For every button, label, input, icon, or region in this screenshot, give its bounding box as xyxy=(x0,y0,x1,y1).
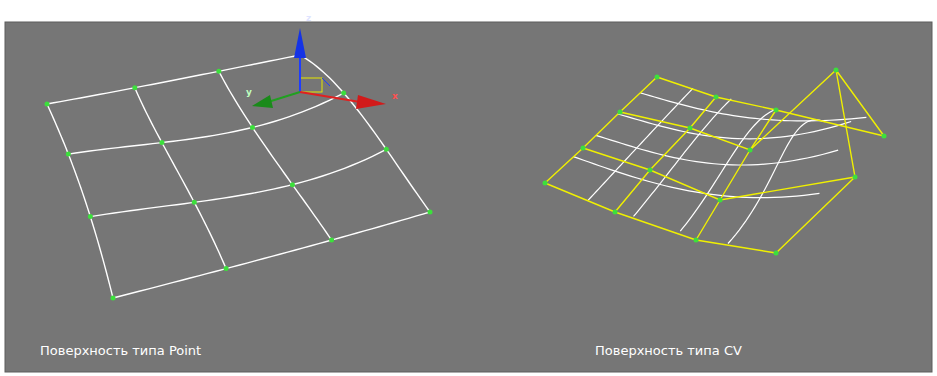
control-vertex xyxy=(618,110,623,115)
control-vertex xyxy=(748,148,753,153)
control-vertex xyxy=(774,108,779,113)
control-vertex xyxy=(688,126,693,131)
control-net xyxy=(615,97,716,212)
control-vertex xyxy=(774,251,779,256)
control-net xyxy=(583,148,855,200)
control-net xyxy=(545,77,657,183)
surface-caption: Поверхность типа Point xyxy=(40,344,201,358)
iso-curve xyxy=(47,104,113,298)
control-vertex xyxy=(648,168,653,173)
surface-point xyxy=(329,238,334,243)
surface-point xyxy=(224,266,229,271)
control-vertex xyxy=(581,146,586,151)
iso-curve xyxy=(113,212,430,298)
iso-curve xyxy=(573,157,819,198)
control-vertex xyxy=(853,175,858,180)
surface-point xyxy=(428,210,433,215)
control-vertex xyxy=(718,198,723,203)
iso-curve xyxy=(219,71,332,240)
surface-point xyxy=(159,140,164,145)
surface-point xyxy=(132,85,137,90)
iso-curve xyxy=(680,110,774,231)
surface-caption: Поверхность типа CV xyxy=(595,344,742,358)
viewport-panel xyxy=(5,22,932,372)
axis-label: y xyxy=(246,88,252,98)
iso-curve xyxy=(596,135,838,165)
point-surface xyxy=(45,53,433,301)
surface-point xyxy=(88,214,93,219)
control-vertex xyxy=(613,210,618,215)
control-vertex xyxy=(655,75,660,80)
iso-curve xyxy=(47,55,300,104)
iso-curve xyxy=(640,93,866,121)
surface-point xyxy=(45,102,50,107)
iso-curve xyxy=(68,93,343,154)
axis-label: x xyxy=(392,92,398,102)
control-net xyxy=(545,183,776,253)
iso-curve xyxy=(135,88,226,269)
axis-label: z xyxy=(306,14,311,24)
iso-curve xyxy=(300,55,430,212)
iso-curve xyxy=(588,88,693,200)
control-vertex xyxy=(714,95,719,100)
control-vertex xyxy=(882,134,887,139)
surface-point xyxy=(341,91,346,96)
iso-curve xyxy=(618,114,851,139)
control-vertex xyxy=(834,68,839,73)
surface-point xyxy=(111,296,116,301)
surface-point xyxy=(66,152,71,157)
move-gizmo xyxy=(252,28,386,109)
surface-point xyxy=(250,125,255,130)
control-net xyxy=(696,110,776,240)
surface-point xyxy=(384,147,389,152)
control-net xyxy=(657,77,884,136)
control-vertex xyxy=(543,181,548,186)
iso-curve xyxy=(90,149,386,216)
control-vertex xyxy=(694,238,699,243)
control-net xyxy=(776,70,884,253)
surface-point xyxy=(216,69,221,74)
cv-surface xyxy=(543,68,887,256)
surface-point xyxy=(290,182,295,187)
surface-point xyxy=(192,200,197,205)
